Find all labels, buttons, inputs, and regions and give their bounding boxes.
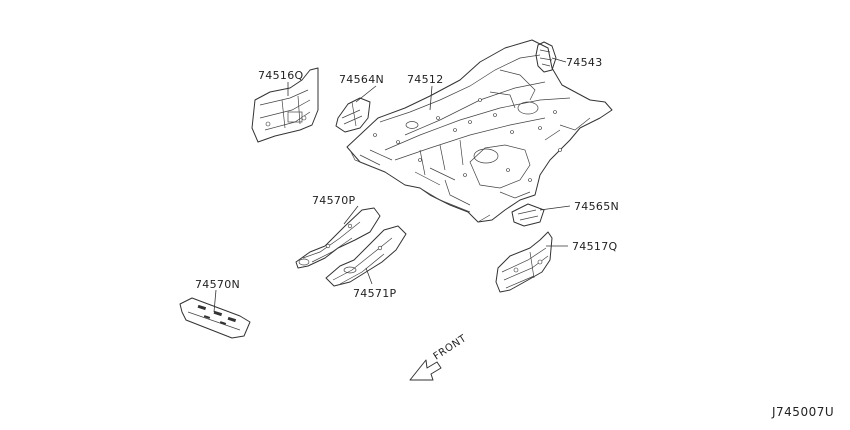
label-74512: 74512 xyxy=(407,73,444,86)
label-74570P: 74570P xyxy=(312,194,355,207)
label-74517Q: 74517Q xyxy=(572,240,617,253)
part-74512-rear-floor xyxy=(346,39,613,223)
part-74517Q-side-panel xyxy=(495,231,553,293)
leader-lines xyxy=(213,57,571,313)
part-74564N-bracket xyxy=(335,97,371,133)
part-74516Q-side-panel xyxy=(251,67,319,143)
part-74571P-cross-member xyxy=(325,225,407,287)
drawing-reference: J745007U xyxy=(771,405,834,419)
part-74565N-bracket xyxy=(511,203,545,227)
front-label: FRONT xyxy=(432,333,469,363)
part-74543-bracket xyxy=(535,41,557,73)
part-74570P-cross-member xyxy=(295,207,381,269)
label-74543: 74543 xyxy=(566,56,603,69)
label-74564N: 74564N xyxy=(339,73,384,86)
part-74570N-plate xyxy=(179,297,251,339)
label-74571P: 74571P xyxy=(353,287,396,300)
part-labels: 74516Q 74564N 74512 74543 74570P 74565N … xyxy=(195,56,619,300)
front-arrow-icon xyxy=(409,359,442,381)
label-74516Q: 74516Q xyxy=(258,69,303,82)
label-74565N: 74565N xyxy=(574,200,619,213)
label-74570N: 74570N xyxy=(195,278,240,291)
front-direction-indicator: FRONT xyxy=(409,333,469,381)
